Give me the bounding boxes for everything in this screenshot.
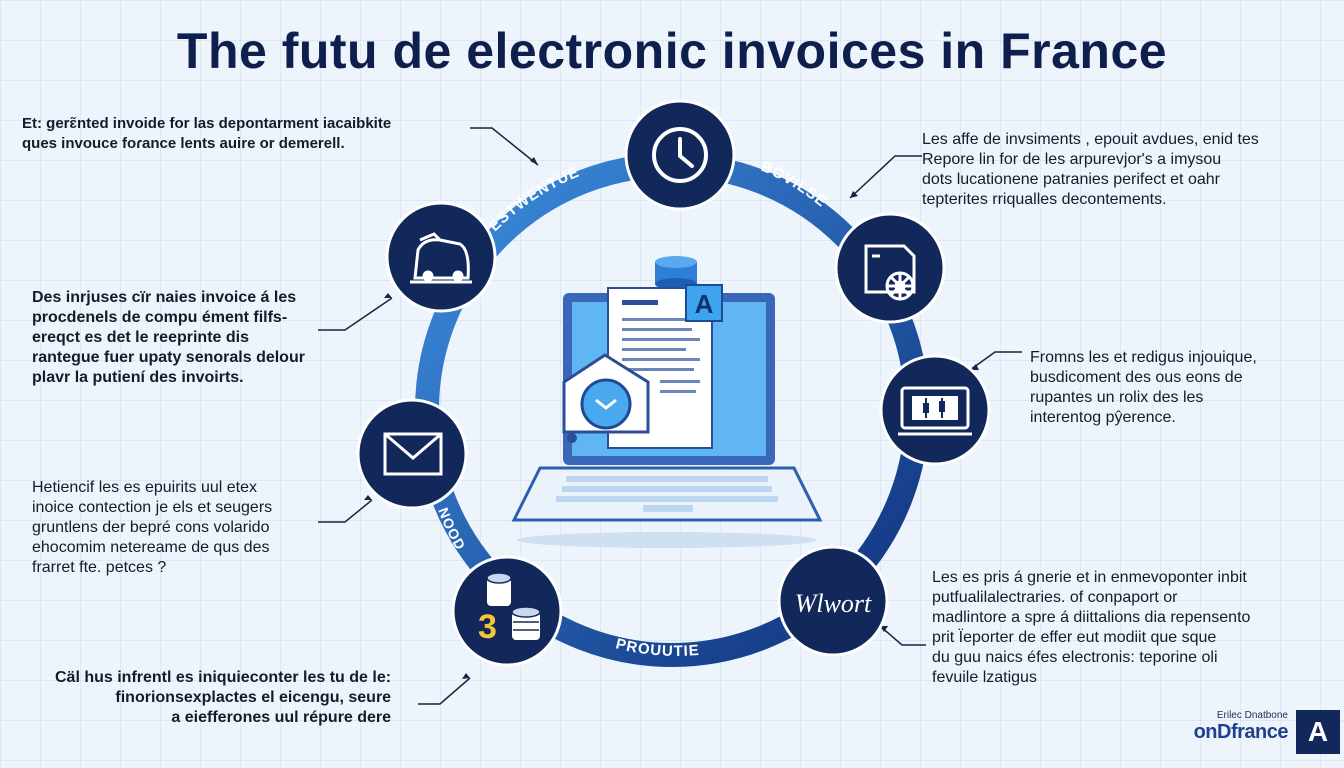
node-mail bbox=[356, 398, 468, 510]
brand-badge: A bbox=[1296, 710, 1340, 754]
node-monitor bbox=[879, 354, 991, 466]
annotation-right-2: Fromns les et redigus injouique, busdico… bbox=[1030, 349, 1257, 426]
coins-icon bbox=[486, 572, 541, 640]
document-badge-letter: A bbox=[695, 289, 714, 319]
node-delivery bbox=[385, 201, 497, 313]
monitor-chart-icon bbox=[898, 386, 972, 436]
center-laptop-illustration: A bbox=[511, 256, 823, 548]
connector-right-2 bbox=[969, 351, 1022, 371]
envelope-icon bbox=[383, 432, 443, 476]
security-shield-icon bbox=[562, 353, 650, 443]
clock-icon bbox=[652, 127, 708, 183]
node-settings-document bbox=[834, 212, 946, 324]
annotation-right-3: Les es pris á gnerie et in enmevoponter … bbox=[932, 569, 1251, 686]
node-clock bbox=[624, 99, 736, 211]
delivery-truck-icon bbox=[410, 232, 472, 284]
connector-left-3 bbox=[318, 499, 373, 523]
annotation-left-4: Cäl hus infrentl es iniquiecont‌er les t… bbox=[55, 669, 392, 726]
annotation-left-1: Et: gerɛ̃nted invoide for las depontarme… bbox=[22, 115, 392, 152]
coin-number-label: 3 bbox=[478, 608, 497, 646]
connector-right-3 bbox=[879, 625, 926, 646]
connector-top-right bbox=[849, 155, 922, 199]
node-coins: 3 bbox=[451, 555, 563, 667]
connector-left-2 bbox=[318, 297, 393, 331]
node-wordmark: Wlwort bbox=[777, 545, 889, 657]
brand-small-text: Erilec Dnatbone bbox=[1216, 710, 1288, 721]
connector-left-4 bbox=[418, 677, 471, 705]
brand-logo: Erilec Dnatbone onDfrance bbox=[1168, 710, 1289, 744]
document-gear-icon bbox=[864, 244, 916, 301]
annotation-left-3: Hetiencif les es epuirits uul etex inoic… bbox=[32, 479, 273, 576]
connector-lines bbox=[318, 127, 1022, 705]
page-title: The futu de electronic invoices in Franc… bbox=[176, 23, 1168, 79]
annotation-left-2: Des inrjuses cïr naies invoice á les pro… bbox=[32, 289, 305, 386]
brand-name: onDfrance bbox=[1193, 721, 1289, 743]
annotation-right-1: Les affe de invsiments , epouit avdues, … bbox=[922, 131, 1259, 208]
connector-top-left bbox=[470, 127, 539, 166]
node-wordmark-text: Wlwort bbox=[795, 589, 872, 618]
